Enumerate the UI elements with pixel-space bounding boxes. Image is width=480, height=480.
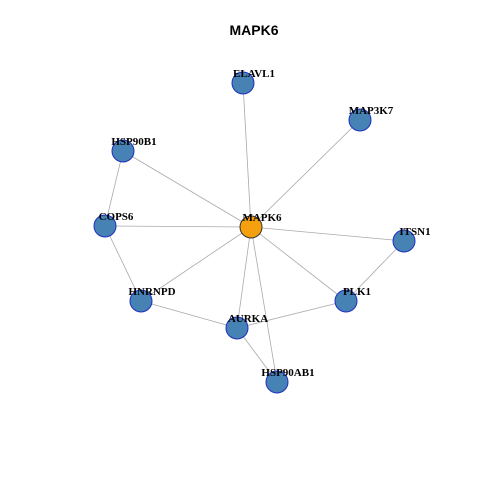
edge-hsp90b1-cops6	[104, 150, 124, 227]
edge-aurka-plk1	[236, 300, 347, 329]
node-hsp90b1	[111, 139, 135, 163]
edge-mapk6-aurka	[236, 226, 252, 329]
node-hnrnpd	[129, 289, 153, 313]
node-label-elavl1: ELAVL1	[233, 68, 275, 80]
node-label-cops6: COPS6	[99, 211, 134, 223]
edge-mapk6-map3k7	[250, 119, 361, 228]
edge-plk1-itsn1	[345, 240, 405, 302]
node-label-plk1: PLK1	[343, 286, 371, 298]
node-aurka	[225, 316, 249, 340]
node-label-map3k7: MAP3K7	[349, 105, 394, 117]
node-plk1	[334, 289, 358, 313]
edge-cops6-hnrnpd	[104, 225, 142, 302]
label-layer: MAPK6 ELAVL1MAP3K7HSP90B1COPS6ITSN1HNRNPD…	[99, 68, 431, 379]
node-cops6	[93, 214, 117, 238]
node-label-hnrnpd: HNRNPD	[128, 286, 175, 298]
edge-mapk6-plk1	[250, 226, 347, 302]
edge-mapk6-elavl1	[242, 82, 252, 228]
node-map3k7	[348, 108, 372, 132]
edge-mapk6-hsp90b1	[122, 150, 252, 228]
diagram-title: MAPK6	[229, 22, 278, 38]
node-label-mapk6: MAPK6	[242, 212, 282, 224]
edge-mapk6-itsn1	[250, 226, 405, 242]
node-hsp90ab1	[265, 370, 289, 394]
node-label-hsp90b1: HSP90B1	[111, 136, 156, 148]
node-label-itsn1: ITSN1	[399, 226, 430, 238]
node-itsn1	[392, 229, 416, 253]
node-mapk6	[239, 215, 263, 239]
node-elavl1	[231, 71, 255, 95]
node-layer	[93, 71, 416, 394]
edge-hnrnpd-aurka	[140, 300, 238, 329]
node-label-hsp90ab1: HSP90AB1	[261, 367, 314, 379]
edge-mapk6-hsp90ab1	[250, 226, 278, 383]
edge-mapk6-hnrnpd	[140, 226, 252, 302]
edge-mapk6-cops6	[104, 225, 252, 228]
node-label-aurka: AURKA	[228, 313, 268, 325]
